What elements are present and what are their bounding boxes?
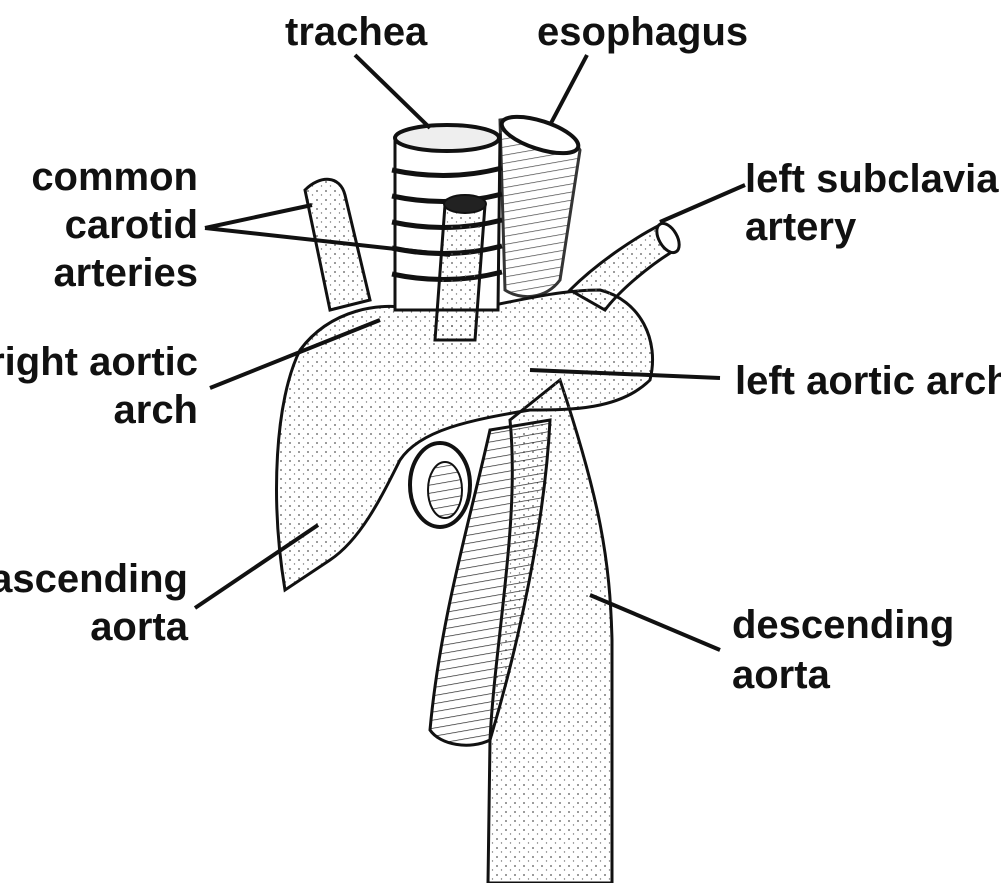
label-descending-aorta-2: aorta xyxy=(732,653,831,697)
leader-left-subclavian xyxy=(660,185,745,222)
label-right-aortic-arch-1: right aortic xyxy=(0,340,198,384)
label-esophagus: esophagus xyxy=(537,10,748,54)
label-ascending-aorta-2: aorta xyxy=(90,605,189,649)
left-carotid-opening xyxy=(444,195,486,213)
vessel-lumen xyxy=(428,462,462,518)
label-left-subclavian-2: artery xyxy=(745,205,857,249)
label-descending-aorta-1: descending xyxy=(732,603,954,647)
label-common-carotid-1: common xyxy=(31,155,198,199)
label-common-carotid-3: arteries xyxy=(53,251,198,295)
label-left-subclavian-1: left subclavian xyxy=(745,157,1001,201)
left-carotid-shape xyxy=(435,205,485,340)
label-trachea: trachea xyxy=(285,10,428,54)
label-right-aortic-arch-2: arch xyxy=(114,388,199,432)
trachea-opening xyxy=(395,125,499,151)
label-left-aortic-arch: left aortic arch xyxy=(735,359,1001,403)
label-common-carotid-2: carotid xyxy=(65,203,198,247)
leader-esophagus xyxy=(550,55,587,125)
label-ascending-aorta-1: ascending xyxy=(0,557,188,601)
leader-trachea xyxy=(355,55,430,128)
leader-carotid-right xyxy=(205,205,312,228)
